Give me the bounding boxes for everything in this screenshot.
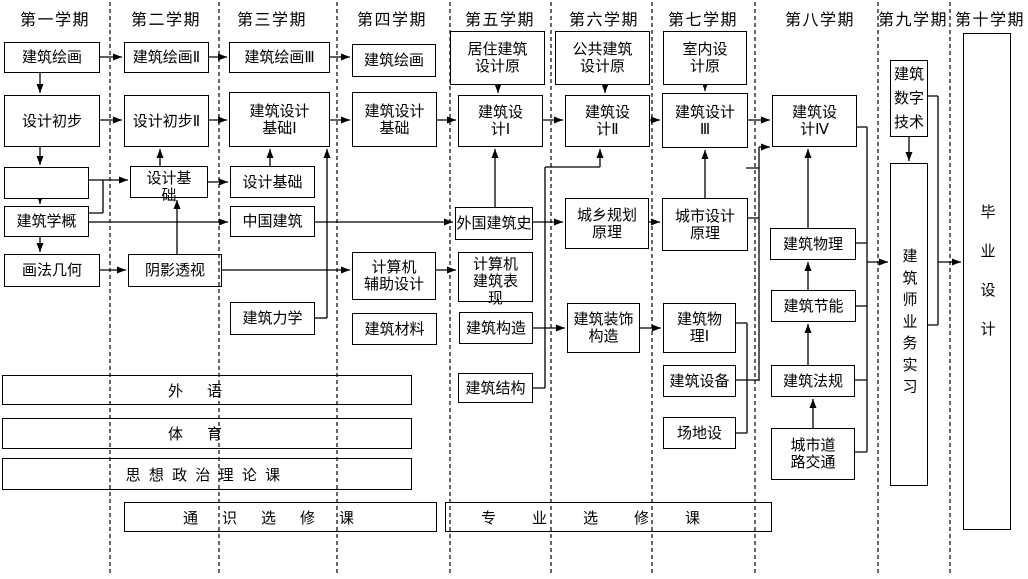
box-jisuanji-fuzhu-sheji: 计算机 辅助设计 bbox=[352, 252, 436, 300]
semester-header-5: 第五学期 bbox=[464, 12, 535, 29]
box-jianzhu-jieneng: 建筑节能 bbox=[771, 290, 856, 322]
box-jianzhu-sheji-2: 建筑设 计Ⅱ bbox=[565, 95, 650, 147]
box-zhongguo-jianzhu: 中国建筑 bbox=[230, 206, 315, 237]
semester-header-6: 第六学期 bbox=[568, 12, 639, 29]
bar-waiyu: 外语 bbox=[2, 375, 412, 405]
box-changdi-she: 场地设 bbox=[663, 417, 736, 449]
box-sheji-chubu-2: 设计初步Ⅱ bbox=[124, 95, 209, 147]
box-unnamed-empty bbox=[4, 167, 89, 199]
box-jianzhu-sheji-jichu-4: 建筑设计 基础 bbox=[352, 92, 437, 147]
box-sheji-jichu-3: 设计基础 bbox=[230, 166, 315, 198]
box-juzhu-jianzhu-sheji-yuan: 居住建筑 设计原 bbox=[450, 31, 545, 85]
box-jianzhu-huihua-2: 建筑绘画Ⅱ bbox=[124, 42, 209, 73]
box-jianzhu-lixue: 建筑力学 bbox=[230, 302, 315, 335]
box-jianzhu-wuli-1: 建筑物 理Ⅰ bbox=[663, 303, 736, 353]
box-jisuanji-jianzhu-biaoxian: 计算机 建筑表 现 bbox=[458, 252, 533, 307]
box-jianzhu-wuli: 建筑物理 bbox=[770, 228, 856, 260]
box-biye-sheji: 毕业设计 bbox=[963, 33, 1011, 530]
bar-tiyu: 体育 bbox=[2, 418, 412, 449]
semester-header-3: 第三学期 bbox=[236, 12, 307, 29]
box-chengshi-sheji-yuanli: 城市设计 原理 bbox=[662, 198, 748, 251]
bar-zhuanye-xuanxiu-ke: 专业选修课 bbox=[445, 502, 772, 532]
box-jianzhu-sheji-3: 建筑设计 Ⅲ bbox=[662, 93, 748, 148]
box-jianzhu-shebei: 建筑设备 bbox=[663, 365, 736, 397]
box-jianzhu-fagui: 建筑法规 bbox=[771, 365, 855, 397]
semester-header-7: 第七学期 bbox=[667, 12, 738, 29]
box-jianzhu-huihua-4: 建筑绘画 bbox=[352, 44, 436, 77]
semester-header-8: 第八学期 bbox=[784, 12, 855, 29]
box-jianzhu-huihua-3: 建筑绘画Ⅲ bbox=[229, 42, 330, 73]
box-jianzhuxue-gai: 建筑学概 bbox=[4, 206, 89, 237]
box-jianzhu-cailiao: 建筑材料 bbox=[352, 313, 437, 345]
box-jianzhu-sheji-jichu-1: 建筑设计 基础Ⅰ bbox=[229, 92, 330, 147]
box-jianzhu-huihua-1: 建筑绘画 bbox=[4, 42, 100, 73]
box-jianzhu-gouzao: 建筑构造 bbox=[459, 312, 533, 344]
semester-header-4: 第四学期 bbox=[356, 12, 427, 29]
box-gonggong-jianzhu-sheji-yuan: 公共建筑 设计原 bbox=[555, 31, 650, 85]
box-chengshi-daolu-jiaotong: 城市道 路交通 bbox=[771, 428, 855, 480]
box-sheji-jichu-2: 设计基 础 bbox=[130, 166, 208, 204]
semester-header-1: 第一学期 bbox=[19, 12, 90, 29]
box-chengxiang-guihua-yuanli: 城乡规划 原理 bbox=[565, 198, 649, 249]
semester-header-10: 第十学期 bbox=[954, 12, 1025, 29]
bar-sixiang-zhengzhi-lilun-ke: 思想政治理论课 bbox=[2, 458, 412, 490]
box-jianzhu-jiegou: 建筑结构 bbox=[458, 373, 533, 403]
box-jianzhu-sheji-1: 建筑设 计Ⅰ bbox=[458, 95, 543, 147]
semester-header-9: 第九学期 bbox=[877, 12, 948, 29]
semester-header-2: 第二学期 bbox=[130, 12, 201, 29]
bar-tongshi-xuanxiu-ke: 通识选修课 bbox=[124, 502, 437, 532]
box-waiguo-jianzhushi: 外国建筑史 bbox=[455, 207, 533, 240]
box-jianzhu-shuzi-jishu: 建筑 数字 技术 bbox=[890, 60, 928, 137]
box-yinying-toushi: 阴影透视 bbox=[128, 254, 222, 287]
box-sheji-chubu-1: 设计初步 bbox=[4, 95, 100, 147]
box-huafa-jihe: 画法几何 bbox=[4, 254, 100, 287]
box-jianzhu-sheji-4: 建筑设 计Ⅳ bbox=[772, 95, 857, 147]
box-shinei-sheji-yuan: 室内设 计原 bbox=[663, 31, 747, 85]
box-jianzhu-zhuangshi-gouzao: 建筑装饰 构造 bbox=[567, 303, 640, 353]
box-jianzhushi-yewu-shixi: 建筑师业务实习 bbox=[890, 163, 928, 486]
